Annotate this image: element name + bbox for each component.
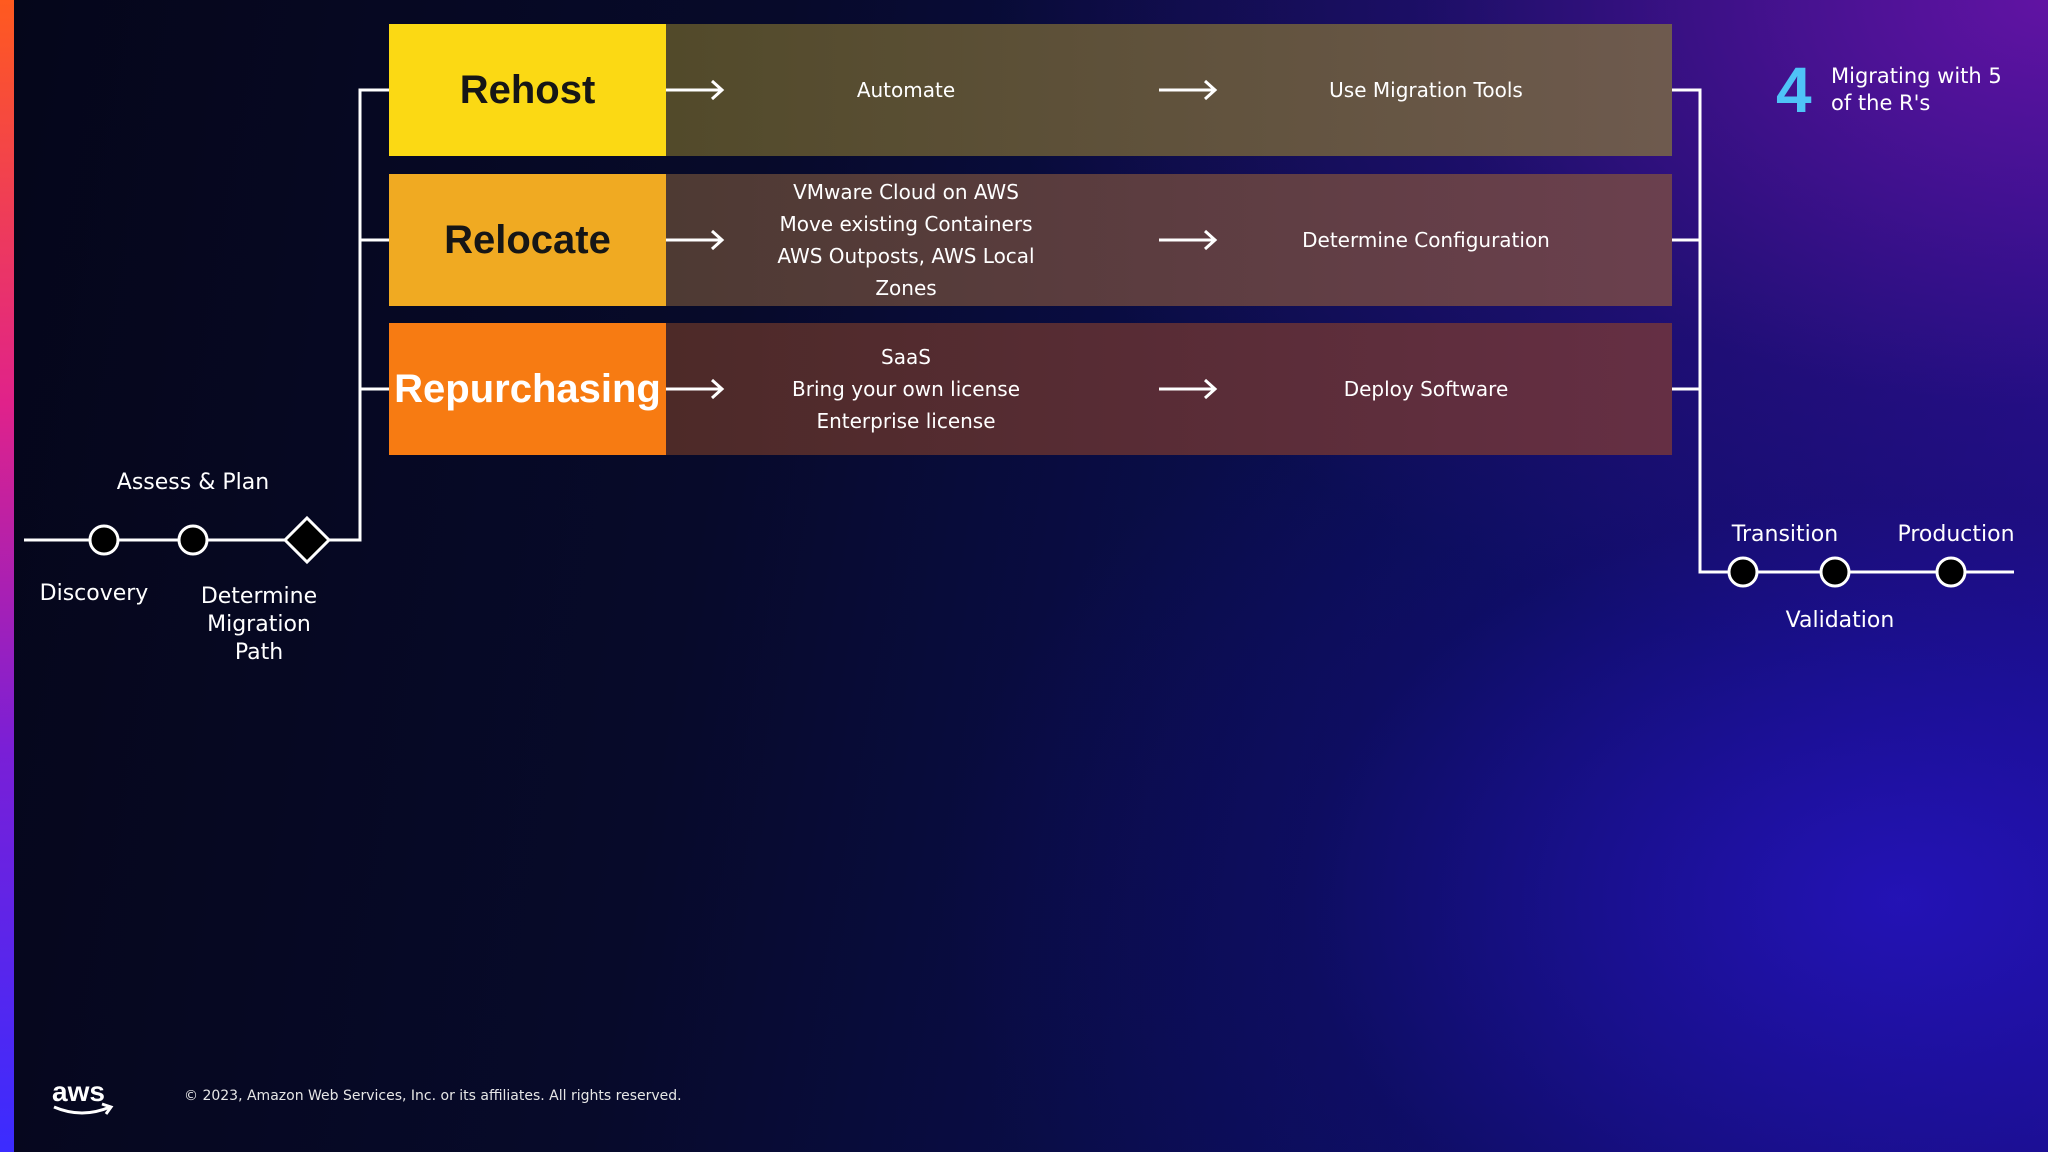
rehost-result: Use Migration Tools <box>1186 24 1666 156</box>
branch-connector-right <box>1672 88 2014 574</box>
discovery-node <box>88 524 120 556</box>
aws-logo: aws <box>50 1075 120 1123</box>
result-text: Determine Configuration <box>1302 228 1550 252</box>
aws-logo-text: aws <box>52 1076 105 1107</box>
arrow-right-icon <box>666 229 725 251</box>
action-line: Automate <box>856 78 956 102</box>
repurchasing-actions: SaaS Bring your own license Enterprise l… <box>746 323 1066 455</box>
action-line: Move existing Containers <box>779 212 1033 236</box>
action-line: Enterprise license <box>816 409 996 433</box>
action-line: Bring your own license <box>792 377 1020 401</box>
section-number: 4 <box>1776 54 1812 126</box>
arrow-right-icon <box>666 378 725 400</box>
result-text: Deploy Software <box>1343 377 1509 401</box>
action-line: SaaS <box>881 345 931 369</box>
decision-diamond <box>282 515 332 565</box>
result-text: Use Migration Tools <box>1329 78 1523 102</box>
copyright-text: © 2023, Amazon Web Services, Inc. or its… <box>184 1088 682 1104</box>
validation-node <box>1819 556 1851 588</box>
repurchasing-label: Repurchasing <box>389 323 666 455</box>
action-line: VMware Cloud on AWS <box>793 180 1019 204</box>
transition-node <box>1727 556 1759 588</box>
section-title: Migrating with 5 of the R's <box>1831 64 2002 115</box>
relocate-result: Determine Configuration <box>1186 174 1666 306</box>
left-accent-bar <box>0 0 14 1152</box>
repurchasing-result: Deploy Software <box>1186 323 1666 455</box>
discovery-label: Discovery <box>39 581 149 606</box>
relocate-row: Relocate VMware Cloud on AWS Move existi… <box>389 174 1672 306</box>
action-line: AWS Outposts, AWS Local Zones <box>777 244 1035 300</box>
production-node <box>1935 556 1967 588</box>
relocate-actions: VMware Cloud on AWS Move existing Contai… <box>746 174 1066 306</box>
determine-path-label: Determine Migration Path <box>200 584 318 665</box>
repurchasing-row: Repurchasing SaaS Bring your own license… <box>389 323 1672 455</box>
arrow-right-icon <box>1159 229 1218 251</box>
arrow-right-icon <box>1159 378 1218 400</box>
relocate-label: Relocate <box>389 174 666 306</box>
validation-label: Validation <box>1785 608 1895 633</box>
assess-node <box>177 524 209 556</box>
arrow-right-icon <box>1159 79 1218 101</box>
rehost-actions: Automate <box>746 24 1066 156</box>
rehost-label: Rehost <box>389 24 666 156</box>
branch-connector-left <box>326 88 389 542</box>
production-label: Production <box>1897 522 2015 547</box>
arrow-right-icon <box>666 79 725 101</box>
assess-plan-label: Assess & Plan <box>116 470 270 495</box>
transition-label: Transition <box>1731 522 1839 547</box>
rehost-row: Rehost Automate Use Migration Tools <box>389 24 1672 156</box>
